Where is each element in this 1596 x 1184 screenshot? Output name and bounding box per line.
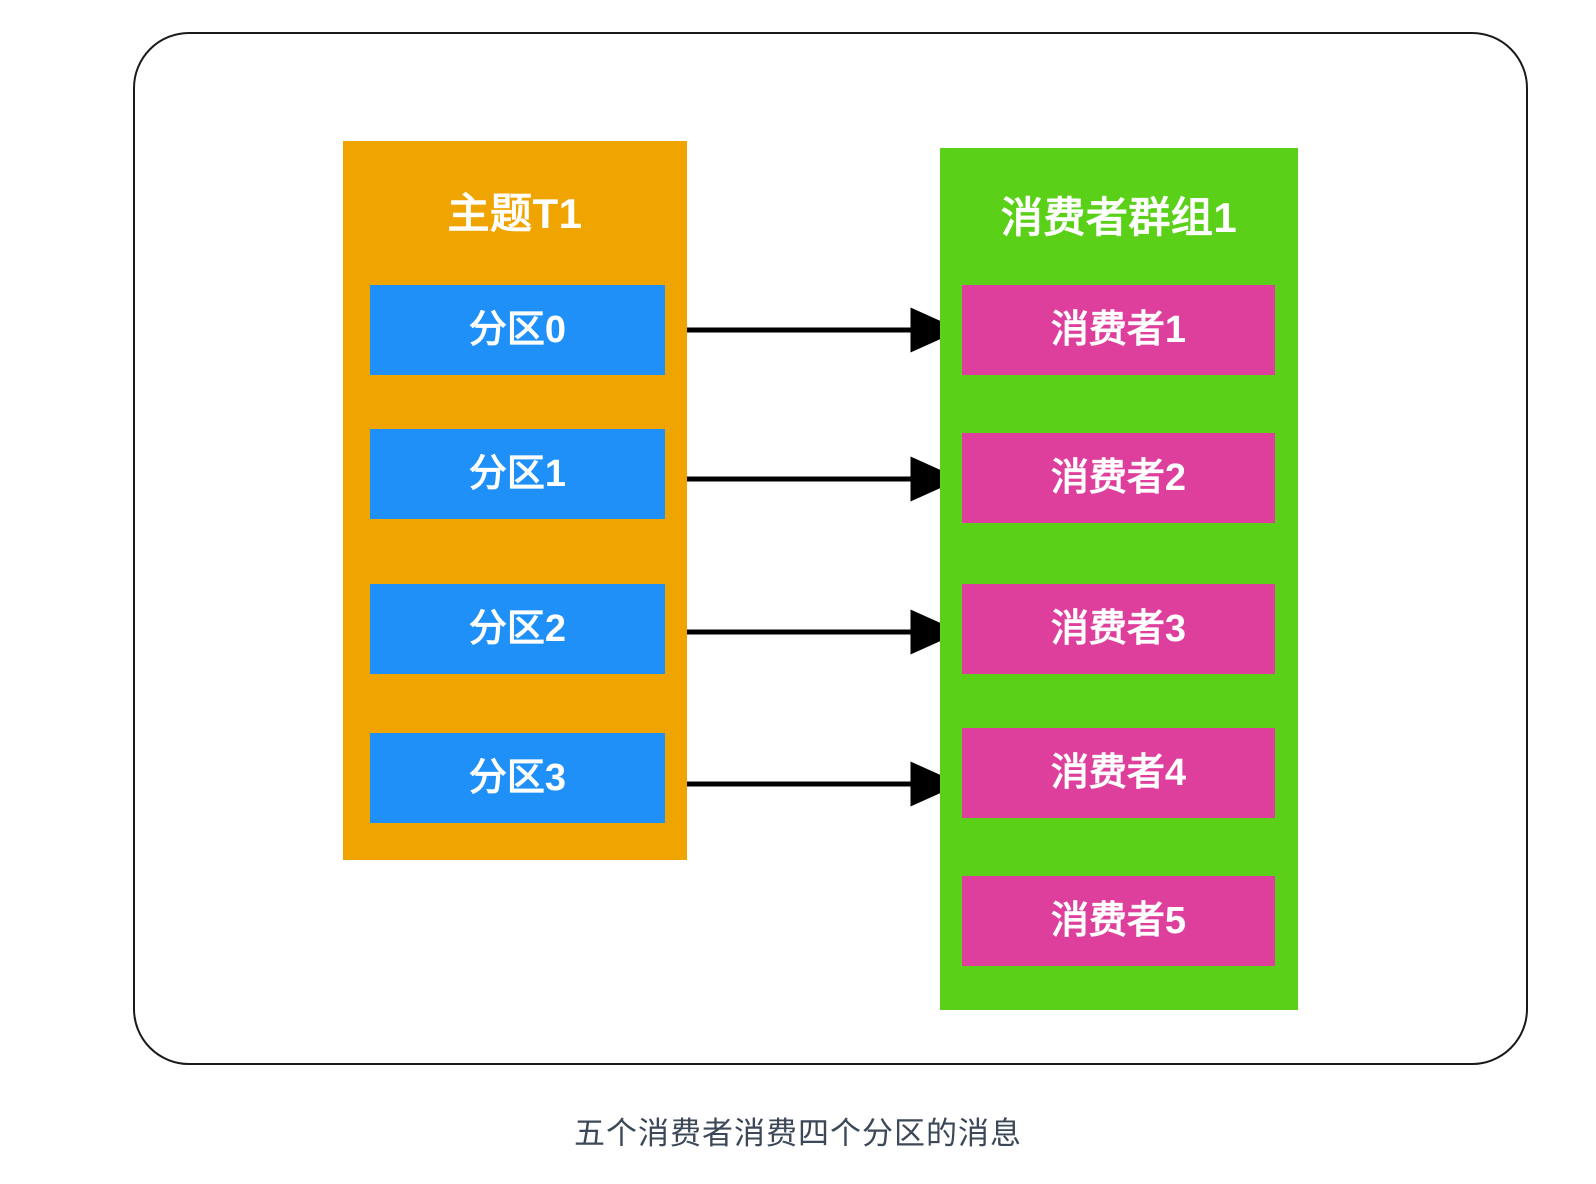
partition-box-3[interactable]: 分区3 [370,733,665,823]
partition-box-2[interactable]: 分区2 [370,584,665,674]
diagram-caption: 五个消费者消费四个分区的消息 [574,1116,1022,1151]
partition-box-0[interactable]: 分区0 [370,285,665,375]
topic-panel[interactable]: 主题T1 分区0 分区1 分区2 分区3 [343,141,687,860]
partition-box-1[interactable]: 分区1 [370,429,665,519]
consumer-box-4[interactable]: 消费者4 [962,728,1275,818]
consumer-group-title: 消费者群组1 [1000,194,1238,241]
topic-title: 主题T1 [447,190,583,237]
consumer-box-3[interactable]: 消费者3 [962,584,1275,674]
consumer-box-1[interactable]: 消费者1 [962,285,1275,375]
consumer-box-2[interactable]: 消费者2 [962,433,1275,523]
consumer-group-panel[interactable]: 消费者群组1 消费者1 消费者2 消费者3 消费者4 消费者5 [940,148,1298,1010]
consumer-box-5[interactable]: 消费者5 [962,876,1275,966]
